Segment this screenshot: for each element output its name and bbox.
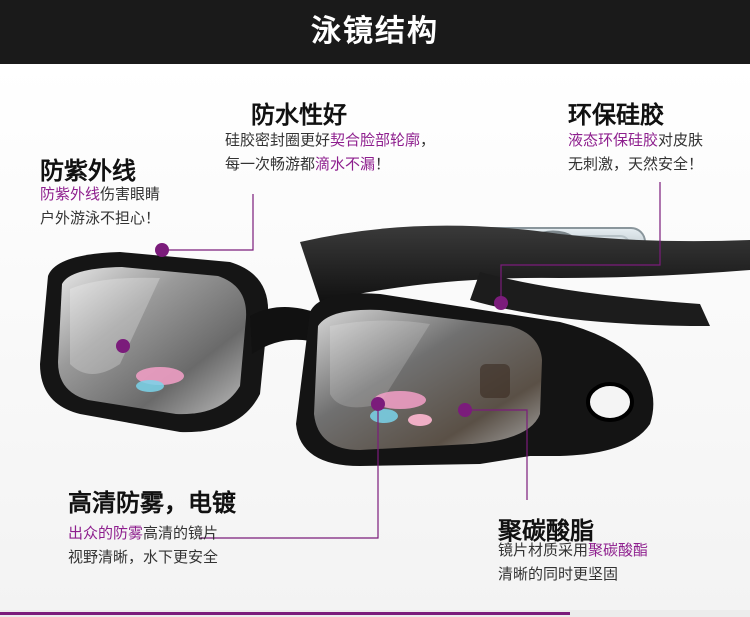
feature-desc-eco-line1: 液态环保硅胶对皮肤 <box>568 128 703 152</box>
callout-line-pc <box>465 409 528 500</box>
feature-desc-uv-line2: 户外游泳不担心！ <box>40 209 161 227</box>
desc-text: ， <box>420 131 436 149</box>
callout-dot-antifog <box>371 397 385 411</box>
desc-text: 高清的镜片 <box>143 524 219 542</box>
desc-text: 对皮肤 <box>658 131 704 149</box>
callout-dot-uv <box>116 339 130 353</box>
callout-dot-pc <box>458 403 472 417</box>
feature-desc-waterproof-line1: 硅胶密封圈更好契合脸部轮廓， <box>225 128 435 152</box>
desc-highlight: 防紫外线 <box>40 185 101 203</box>
bottom-accent-bar <box>0 612 570 615</box>
feature-heading-eco: 环保硅胶 <box>568 101 664 129</box>
callout-line-antifog <box>200 404 379 539</box>
nose-pieces <box>136 367 432 426</box>
desc-highlight: 聚碳酸酯 <box>588 541 649 559</box>
title-banner <box>0 0 750 64</box>
callout-line-waterproof <box>162 194 254 251</box>
callout-dot-waterproof <box>155 243 169 257</box>
product-stage: 防水性好 硅胶密封圈更好契合脸部轮廓， 每一次畅游都滴水不漏！ 环保硅胶 液态环… <box>0 64 750 610</box>
feature-heading-pc: 聚碳酸脂 <box>498 517 594 545</box>
goggles-illustration <box>0 64 750 610</box>
callout-dots <box>116 243 508 417</box>
strap <box>300 225 750 326</box>
feature-heading-uv: 防紫外线 <box>40 157 136 185</box>
feature-heading-waterproof: 防水性好 <box>251 101 347 129</box>
nose-bridge <box>250 306 322 354</box>
feature-desc-waterproof-line2: 每一次畅游都滴水不漏！ <box>225 152 390 176</box>
callout-lines <box>162 182 661 539</box>
desc-text: ！ <box>375 155 391 173</box>
feature-desc-antifog-line1: 出众的防雾高清的镜片 <box>68 521 218 545</box>
feature-desc-eco-line2: 无刺激，天然安全！ <box>568 155 704 173</box>
callout-dot-eco <box>494 296 508 310</box>
callout-line-eco <box>500 182 661 303</box>
feature-heading-antifog: 高清防雾，电镀 <box>68 489 236 517</box>
desc-highlight: 契合脸部轮廓 <box>330 131 421 149</box>
desc-text: 每一次畅游都 <box>225 155 316 173</box>
desc-highlight: 液态环保硅胶 <box>568 131 659 149</box>
desc-highlight: 滴水不漏 <box>315 155 376 173</box>
feature-desc-pc-line2: 清晰的同时更坚固 <box>498 565 619 583</box>
left-goggle-frame <box>40 252 269 433</box>
page-title: 泳镜结构 <box>311 14 439 49</box>
desc-text: 硅胶密封圈更好 <box>225 131 331 149</box>
feature-desc-pc-line1: 镜片材质采用聚碳酸酯 <box>498 538 648 562</box>
feature-desc-antifog-line2: 视野清晰，水下更安全 <box>68 548 219 566</box>
feature-desc-uv-line1: 防紫外线伤害眼睛 <box>40 182 160 206</box>
desc-highlight: 出众的防雾 <box>68 524 144 542</box>
desc-text: 镜片材质采用 <box>498 541 589 559</box>
desc-text: 伤害眼睛 <box>100 185 161 203</box>
